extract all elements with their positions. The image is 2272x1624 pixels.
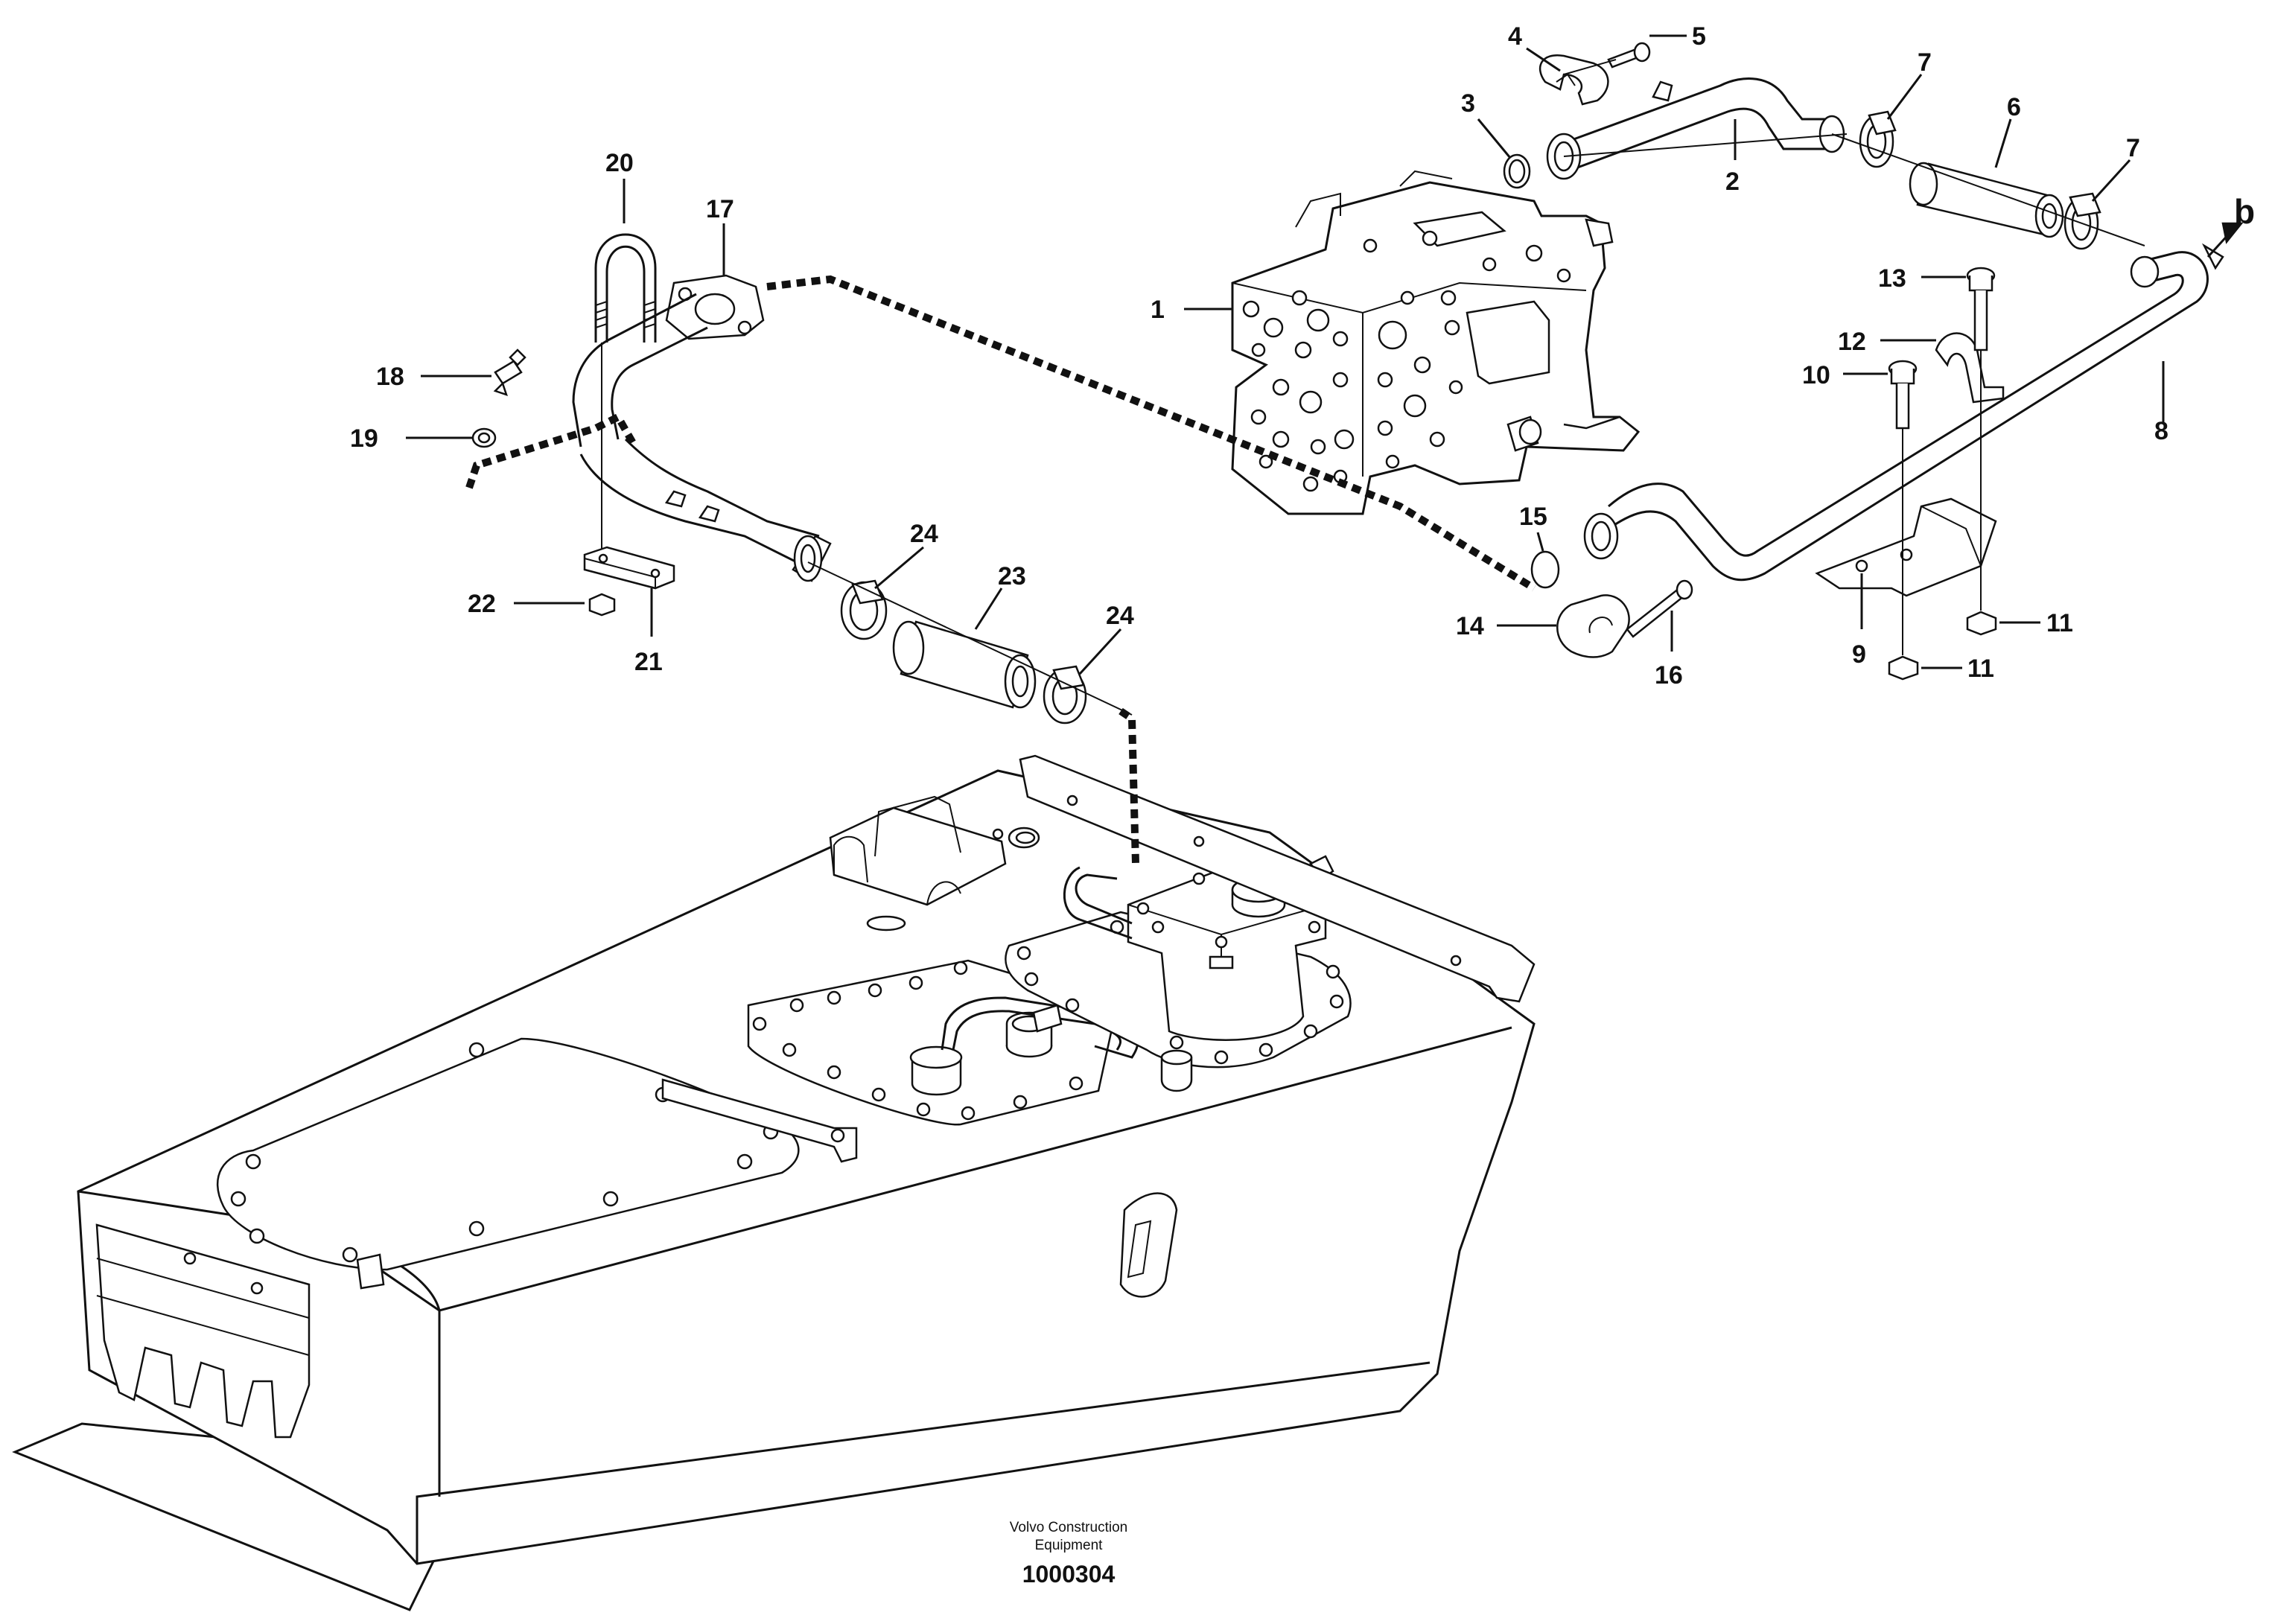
hose-6 <box>1909 162 2064 238</box>
callout-label: 1 <box>1151 296 1165 324</box>
block-21 <box>583 546 675 590</box>
callout-24a: 24 <box>874 520 938 590</box>
callout-7a: 7 <box>1886 48 1932 120</box>
valve-ports <box>1242 230 1571 492</box>
callout-label: 8 <box>2154 417 2168 445</box>
callout-16: 16 <box>1655 611 1683 690</box>
bolt-16 <box>1626 579 1693 638</box>
callout-13: 13 <box>1878 264 1966 293</box>
drawing-id: 1000304 <box>1022 1561 1116 1588</box>
hose-23 <box>892 620 1037 709</box>
callout-5: 5 <box>1649 22 1706 51</box>
callout-17: 17 <box>706 195 734 276</box>
callout-22: 22 <box>468 590 585 618</box>
callout-15: 15 <box>1519 503 1547 552</box>
callout-19: 19 <box>350 424 473 453</box>
pipe-17 <box>572 274 832 582</box>
half-clamp-14 <box>1556 594 1630 658</box>
callout-label: 16 <box>1655 661 1683 690</box>
view-marker-b: b <box>2206 192 2255 258</box>
callout-label: 22 <box>468 590 496 618</box>
nut-11a <box>1966 611 1997 636</box>
callouts: 1 2 3 4 5 6 7 7 <box>350 22 2255 690</box>
hose-clamp-7b <box>2063 192 2101 250</box>
hose-clamp-24a <box>840 579 888 640</box>
view-marker-label: b <box>2234 192 2255 231</box>
callout-2: 2 <box>1725 119 1740 196</box>
sensor-18 <box>493 348 526 396</box>
dashed-link-tank <box>1119 707 1139 864</box>
callout-20: 20 <box>605 149 634 223</box>
pipe-2 <box>1546 77 1845 180</box>
callout-label: 7 <box>2126 134 2140 162</box>
callout-label: 9 <box>1852 640 1866 669</box>
callout-label: 19 <box>350 424 378 453</box>
callout-12: 12 <box>1838 328 1936 356</box>
callout-11a: 11 <box>1999 609 2073 637</box>
callout-label: 7 <box>1918 48 1932 77</box>
callout-label: 24 <box>910 520 938 548</box>
callout-label: 13 <box>1878 264 1906 293</box>
u-bolt-20 <box>594 233 657 343</box>
callout-1: 1 <box>1151 296 1232 324</box>
control-valve <box>1231 170 1641 515</box>
bracket-9 <box>1815 497 1997 597</box>
callout-8: 8 <box>2154 361 2168 445</box>
plate2-bolts <box>1016 920 1344 1065</box>
nut-11b <box>1888 655 1919 681</box>
callout-label: 12 <box>1838 328 1866 356</box>
bolt-5 <box>1607 42 1651 69</box>
callout-label: 15 <box>1519 503 1547 531</box>
callout-label: 20 <box>605 149 634 177</box>
callout-24b: 24 <box>1078 602 1134 675</box>
callout-label: 11 <box>2046 609 2073 637</box>
brand-line-2: Equipment <box>1035 1538 1104 1553</box>
callout-label: 10 <box>1802 361 1830 389</box>
clamp-12 <box>1935 332 2005 404</box>
callout-label: 5 <box>1692 22 1706 51</box>
callout-label: 11 <box>1967 655 1994 683</box>
callout-label: 21 <box>634 648 663 676</box>
callout-10: 10 <box>1802 361 1888 389</box>
pipe-8 <box>1583 243 2224 582</box>
callout-14: 14 <box>1456 612 1556 640</box>
callout-label: 17 <box>706 195 734 223</box>
nut-22 <box>588 593 616 617</box>
callout-label: 23 <box>998 562 1026 590</box>
brand-line-1: Volvo Construction <box>1010 1520 1127 1535</box>
footer: Volvo Construction Equipment 1000304 <box>1010 1520 1127 1588</box>
o-ring-15 <box>1530 550 1560 589</box>
callout-label: 2 <box>1725 168 1740 196</box>
bolt-10 <box>1888 360 1918 430</box>
callout-9: 9 <box>1852 573 1866 669</box>
hose-clamp-7a <box>1859 110 1897 168</box>
callout-label: 6 <box>2007 93 2021 121</box>
callout-label: 4 <box>1508 22 1522 51</box>
dashed-link-main <box>766 275 1536 592</box>
callout-label: 14 <box>1456 612 1484 640</box>
callout-label: 3 <box>1461 89 1475 118</box>
plate1-bolts <box>752 961 1084 1121</box>
hose-clamp-24b <box>1043 665 1087 725</box>
callout-18: 18 <box>376 363 491 391</box>
cover-bolts <box>230 1042 779 1263</box>
callout-label: 24 <box>1106 602 1134 630</box>
callout-11b: 11 <box>1921 655 1994 683</box>
callout-3: 3 <box>1461 89 1512 159</box>
callout-6: 6 <box>1994 93 2021 168</box>
callout-7b: 7 <box>2091 134 2140 203</box>
callout-21: 21 <box>634 588 663 676</box>
callout-label: 18 <box>376 363 404 391</box>
callout-4: 4 <box>1508 22 1561 72</box>
hydraulic-tank <box>12 754 1536 1611</box>
callout-23: 23 <box>974 562 1026 630</box>
bolt-13 <box>1966 267 1996 351</box>
half-clamp-4 <box>1538 54 1609 106</box>
